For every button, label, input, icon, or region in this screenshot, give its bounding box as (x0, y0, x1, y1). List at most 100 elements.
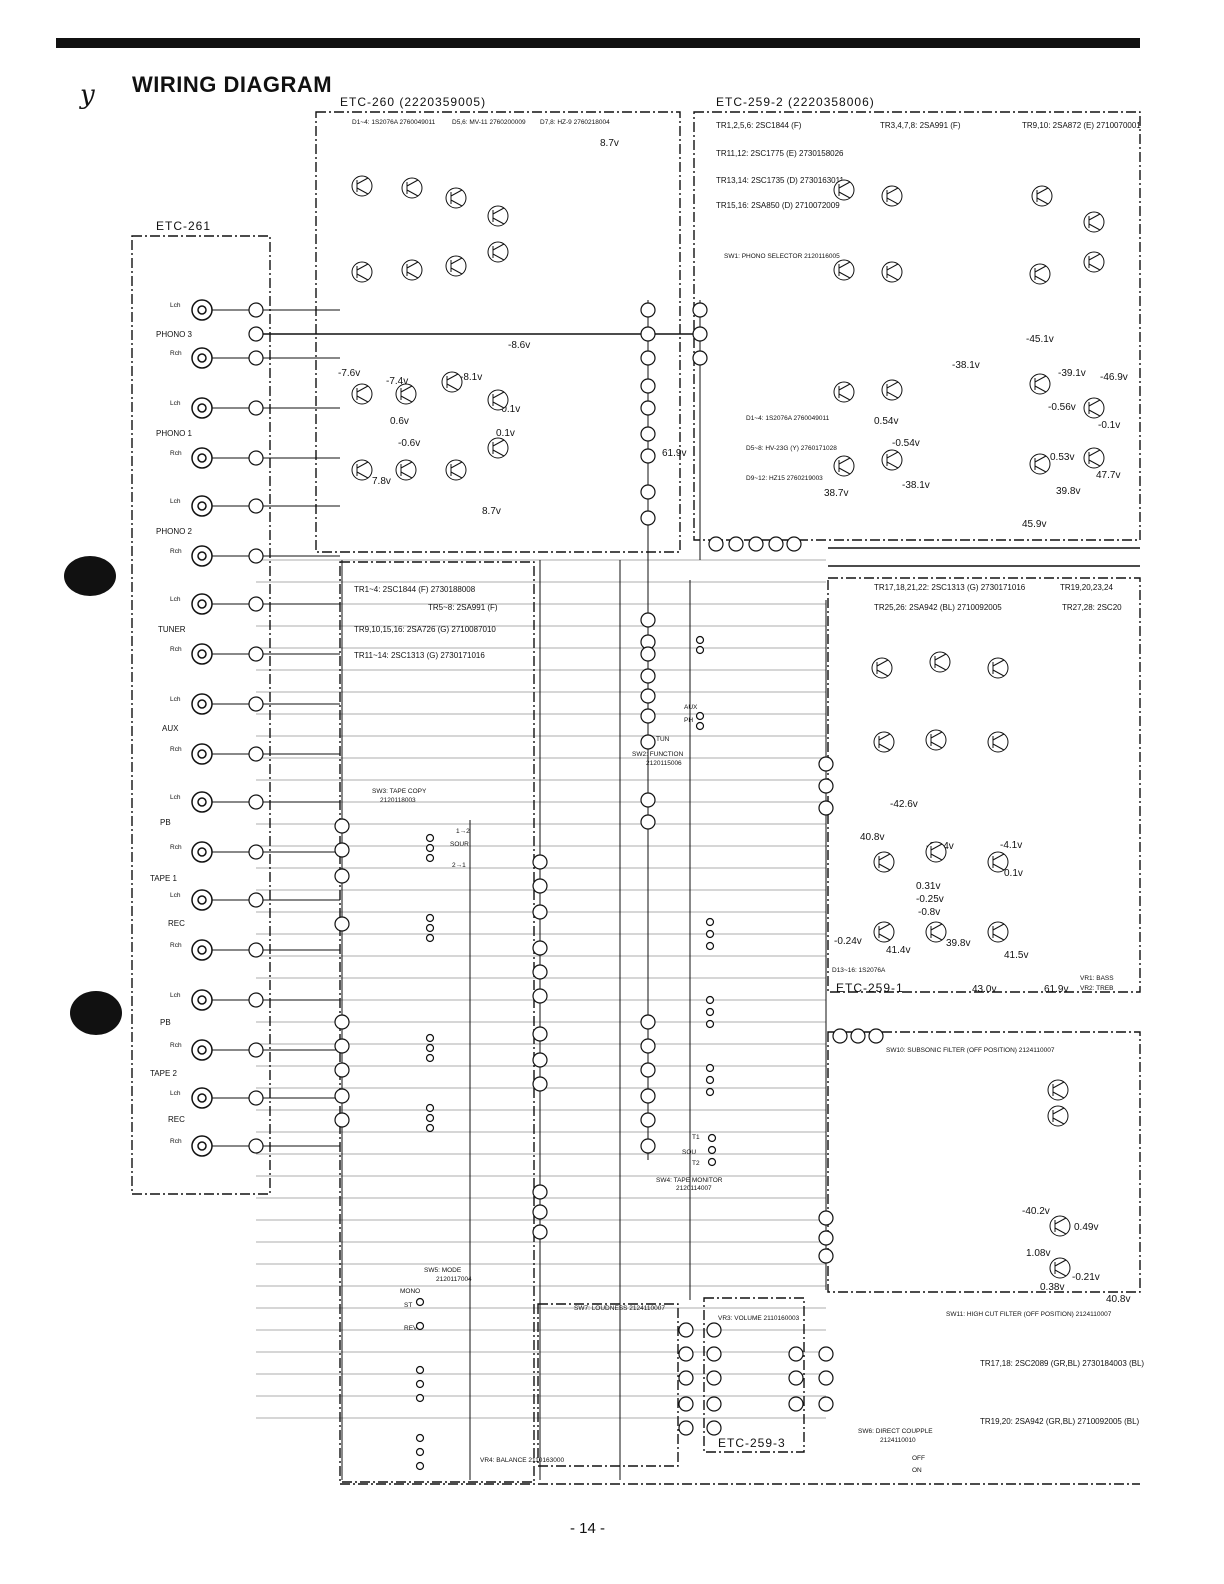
transistor (925, 729, 947, 751)
connector-terminals (248, 302, 884, 1436)
terminal (248, 992, 264, 1008)
rca-jack-center (197, 551, 207, 561)
terminal (640, 326, 656, 342)
terminal (532, 1224, 548, 1240)
transistor-lead (930, 923, 943, 931)
transistor-lead (1054, 1217, 1067, 1225)
etc259-1-tr-3: TR25,26: 2SA942 (BL) 2710092005 (874, 603, 1002, 612)
etc260-part-1: D1~4: 1S2076A 2760049011 (352, 119, 436, 126)
tape1-pb-label: PB (160, 818, 171, 827)
volt-etc259-2-3: -39.1v (1058, 368, 1086, 379)
jack-channel-label: Lch (170, 400, 181, 407)
transistor (873, 851, 895, 873)
transistor-lead (446, 373, 459, 381)
etc260-part-3: D7,8: HZ-9 2760218004 (540, 119, 610, 126)
volt-etc259-2-8: -0.54v (892, 438, 920, 449)
transistor-lead (992, 933, 1005, 941)
board-etc260-outline (315, 111, 681, 553)
ink-blot-1 (64, 556, 116, 596)
transistor-lead (450, 267, 463, 275)
transistor (1029, 263, 1051, 285)
sw5-name: SW5: MODE (424, 1267, 462, 1274)
switch-contact (425, 933, 435, 943)
etc259-1-tr-4: TR27,28: 2SC20 (1062, 603, 1122, 612)
terminal (248, 1090, 264, 1106)
terminal (788, 1346, 804, 1362)
transistor-lead (930, 843, 943, 851)
terminal (640, 668, 656, 684)
transistor (1083, 211, 1105, 233)
sw4-name: SW4: TAPE MONITOR (656, 1177, 723, 1184)
filter-tr-1: TR17,18: 2SC2089 (GR,BL) 2730184003 (BL) (980, 1359, 1144, 1368)
volt-etc259-1-14: 61.9v (1044, 984, 1068, 995)
transistor-lead (406, 179, 419, 187)
terminal (692, 326, 708, 342)
transistor (1029, 373, 1051, 395)
volt-etc259-1-7: -0.25v (916, 894, 944, 905)
etc259-1-part-d13: D13~16: 1S2076A (832, 967, 886, 974)
sw3-pos-3: 2→1 (452, 862, 466, 869)
sw2-name: SW2: FUNCTION (632, 751, 684, 758)
etc260-part-2: D5,6: MV-11 2760200009 (452, 119, 526, 126)
etc260-tr-4: TR11~14: 2SC1313 (G) 2730171016 (354, 651, 485, 660)
transistor-lead (878, 733, 891, 741)
transistor-lead (1052, 1081, 1065, 1089)
transistor (1083, 251, 1105, 273)
transistor (833, 259, 855, 281)
switch-contact (705, 1019, 715, 1029)
transistor-lead (356, 385, 369, 393)
rca-jack-center (197, 895, 207, 905)
transistor-lead (450, 461, 463, 469)
transistor-lead (1034, 455, 1047, 463)
board-filter-outline (827, 1031, 1141, 1293)
terminal (818, 1210, 834, 1226)
etc259-2-part-d9: D9~12: HZ15 2760219003 (746, 475, 823, 482)
switch-contact (415, 1365, 425, 1375)
label-etc261: ETC-261 (156, 219, 211, 233)
transistor-lead (1034, 385, 1047, 393)
volt-etc259-1-10: 41.5v (1004, 950, 1028, 961)
jack-channel-label: Lch (170, 498, 181, 505)
transistor-lead (356, 471, 369, 479)
rca-jack-center (197, 1045, 207, 1055)
terminal (532, 1184, 548, 1200)
label-etc259-1: ETC-259-1 (836, 981, 904, 995)
terminal (818, 1248, 834, 1264)
sw5-pos-mono: MONO (400, 1288, 420, 1295)
sw3-pos-2: SOUR (450, 841, 469, 848)
transistor-lead (1088, 399, 1101, 407)
terminal (532, 1052, 548, 1068)
volt-etc259-2-13: 39.8v (1056, 486, 1080, 497)
transistor-lead (886, 461, 899, 469)
transistor-lead (356, 177, 369, 185)
terminal (678, 1396, 694, 1412)
terminal (334, 1112, 350, 1128)
sw4-pos-t2: T2 (692, 1160, 700, 1167)
etc259-2-part-d1: D1~4: 1S2076A 2760049011 (746, 415, 830, 422)
transistor (925, 921, 947, 943)
jack-channel-label: Rch (170, 746, 182, 753)
transistor (441, 371, 463, 393)
transistor (881, 379, 903, 401)
transistor-lead (934, 663, 947, 671)
terminal (692, 302, 708, 318)
switch-contact (425, 833, 435, 843)
terminal (640, 734, 656, 750)
transistor-lead (886, 381, 899, 389)
transistor-lead (450, 257, 463, 265)
transistor-lead (492, 253, 505, 261)
rca-jack-center (197, 1093, 207, 1103)
terminal (818, 778, 834, 794)
rca-jack-center (197, 305, 207, 315)
volt-etc259-2-4: -46.9v (1100, 372, 1128, 383)
transistor (1047, 1079, 1069, 1101)
transistor-lead (1052, 1117, 1065, 1125)
terminal (248, 548, 264, 564)
terminal (640, 708, 656, 724)
rca-jack-center (197, 945, 207, 955)
terminal (788, 1370, 804, 1386)
transistor-lead (1088, 253, 1101, 261)
terminal (334, 916, 350, 932)
jack-group-phono1: PHONO 1 (156, 429, 193, 438)
sw5-pos-rev: REV (404, 1325, 418, 1332)
